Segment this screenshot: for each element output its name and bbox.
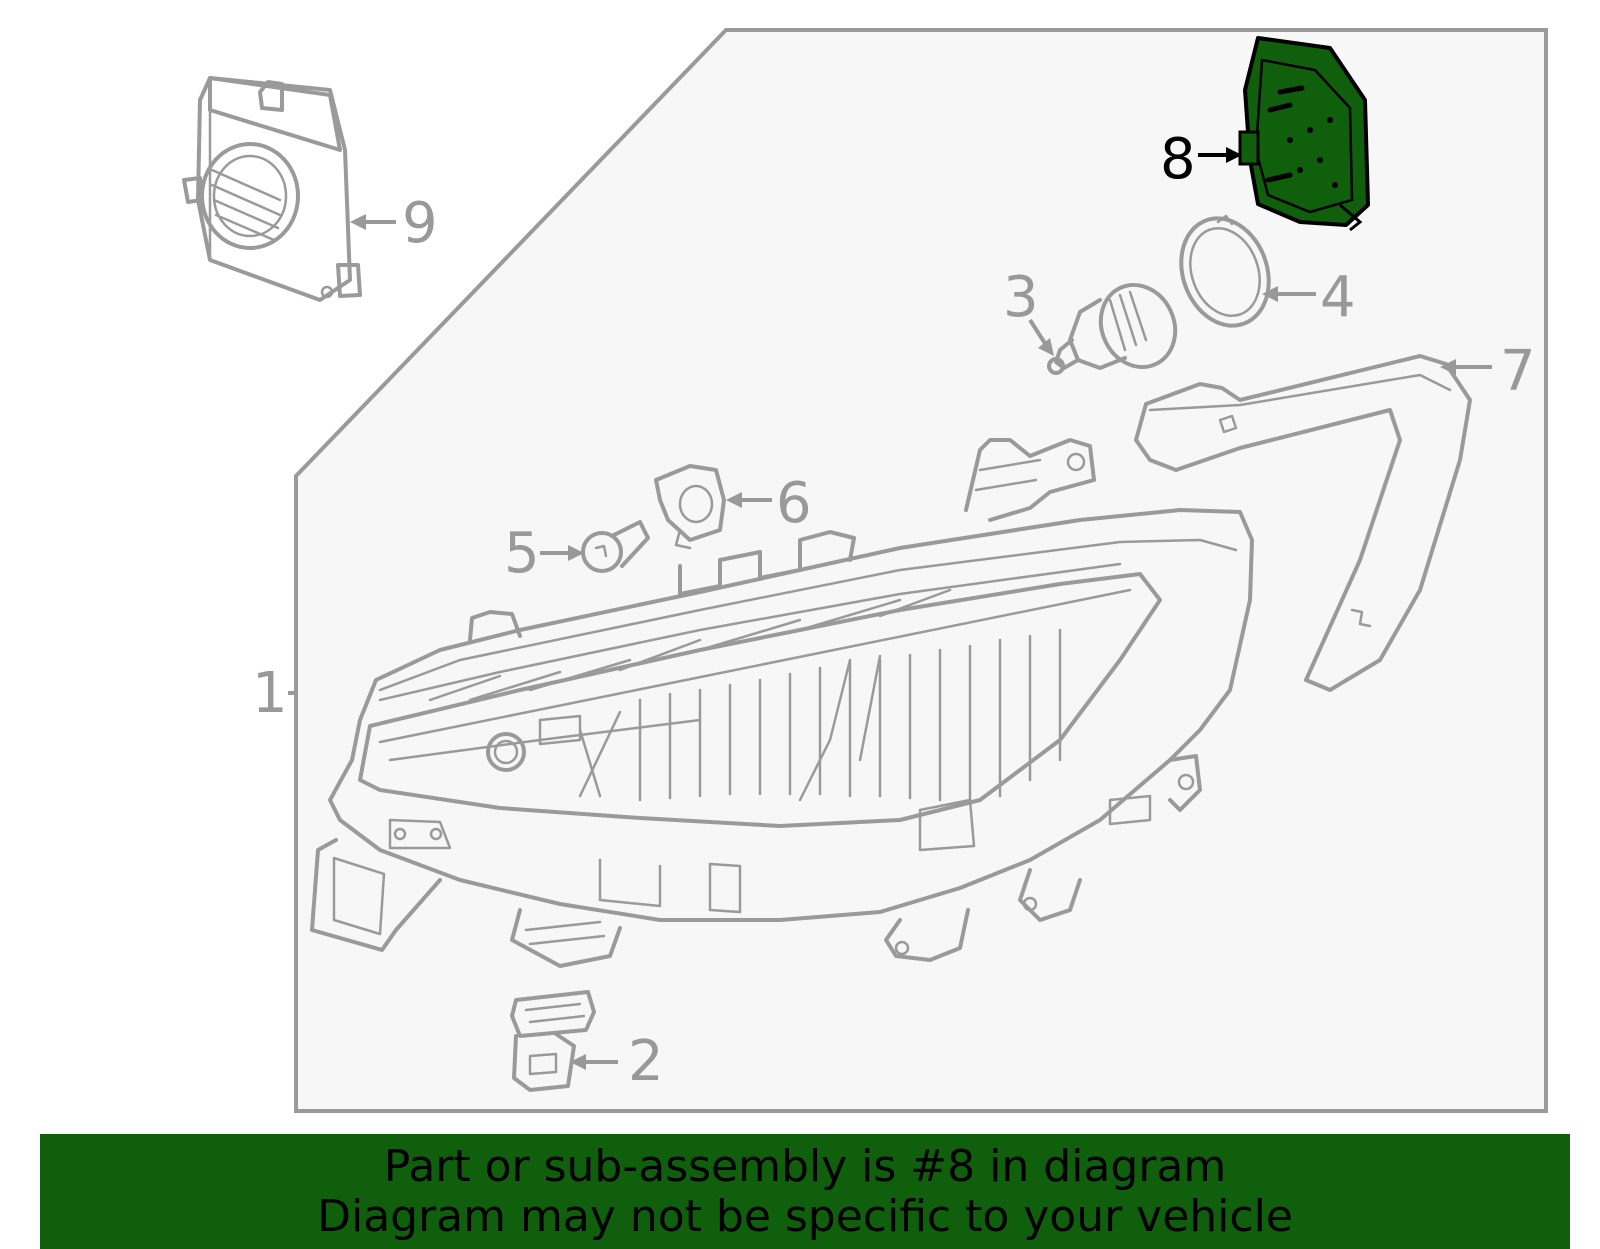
callout-label-8: 8	[1160, 127, 1196, 192]
part-2-connector-bracket[interactable]	[510, 990, 596, 1092]
callout-label-5: 5	[504, 521, 540, 586]
callout-label-1: 1	[252, 661, 288, 726]
callout-label-2: 2	[628, 1029, 664, 1094]
part-1-headlamp-assembly[interactable]	[310, 438, 1254, 968]
callout-label-4: 4	[1320, 265, 1356, 330]
diagram-panel	[294, 28, 1548, 1113]
callout-3: 3	[1003, 265, 1054, 356]
banner-line-part: Part or sub-assembly is #8 in diagram	[383, 1140, 1227, 1192]
callout-9: 9	[350, 191, 438, 256]
callout-label-6: 6	[776, 471, 812, 536]
callout-5: 5	[504, 521, 584, 586]
callout-1: 1	[252, 661, 298, 726]
callout-8: 8	[1160, 127, 1242, 192]
part-4-dust-cap[interactable]	[1167, 206, 1284, 338]
part-5-small-bulb[interactable]	[581, 520, 650, 573]
banner-line-disclaimer: Diagram may not be specific to your vehi…	[317, 1190, 1293, 1242]
callout-4: 4	[1262, 265, 1356, 330]
part-9-ballast-module[interactable]	[182, 76, 362, 302]
part-7-trim-seal[interactable]	[1134, 354, 1472, 692]
callout-label-9: 9	[402, 191, 438, 256]
callout-6: 6	[726, 471, 812, 536]
part-3-bulb-socket[interactable]	[1047, 273, 1188, 380]
part-8-led-control-module[interactable]	[1238, 36, 1370, 232]
callout-label-3: 3	[1003, 265, 1039, 330]
callout-7: 7	[1440, 339, 1536, 404]
callout-label-7: 7	[1500, 339, 1536, 404]
info-banner: Part or sub-assembly is #8 in diagram Di…	[40, 1134, 1570, 1249]
callout-2: 2	[570, 1029, 664, 1094]
part-6-lamp-socket[interactable]	[654, 464, 726, 550]
